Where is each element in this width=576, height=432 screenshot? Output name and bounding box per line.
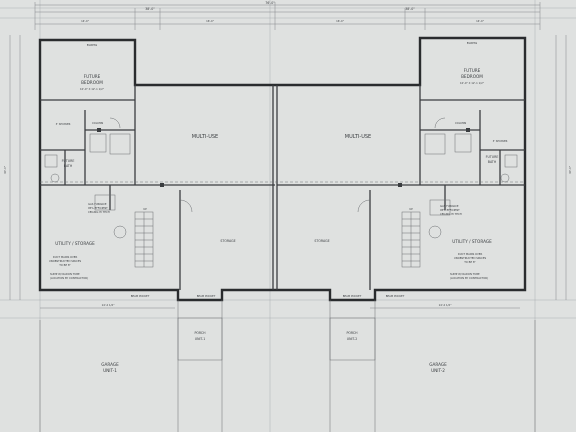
left-beam-pocket: BEAM POCKET bbox=[131, 294, 150, 298]
right-duct-2: UNOBSTRUCTED SPACES bbox=[454, 256, 487, 260]
right-storage-label: STORAGE bbox=[314, 239, 329, 243]
left-egress-label: EGRESS bbox=[87, 43, 98, 47]
left-duct-1: DUCT MAINS OVER bbox=[53, 255, 78, 259]
right-utility-label: UTILITY / STORAGE bbox=[452, 239, 492, 244]
right-porch-label-2: UNIT-2 bbox=[347, 337, 358, 341]
right-sump-1: SUMP W/ RADON TUBE bbox=[450, 272, 480, 276]
right-furnace-1: GAS FURNACE bbox=[440, 204, 459, 208]
right-bedroom-dim: 10'-0" X 12'-1 1/2" bbox=[460, 81, 484, 85]
right-unit-labels: FUTURE BEDROOM 10'-0" X 12'-1 1/2" EGRES… bbox=[314, 41, 507, 373]
left-porch-label-1: PORCH bbox=[194, 331, 206, 335]
right-shower-label: 3' SHOWER bbox=[493, 139, 508, 143]
left-up-label: UP bbox=[143, 207, 147, 211]
left-garage-label-1: GARAGE bbox=[101, 362, 119, 367]
right-beam-pocket: BEAM POCKET bbox=[343, 294, 362, 298]
left-bath-label-2: BATH bbox=[64, 164, 73, 168]
dim-overall: 76'-0" bbox=[265, 1, 275, 5]
right-duct-1: DUCT MAINS OVER bbox=[458, 252, 483, 256]
column-marker bbox=[398, 183, 402, 187]
column-marker bbox=[466, 128, 470, 132]
right-stair bbox=[401, 211, 421, 268]
left-porch-label-2: UNIT-1 bbox=[195, 337, 206, 341]
left-furnace-2: 95% EFFICIENT bbox=[88, 206, 108, 210]
door-swings bbox=[109, 117, 446, 213]
dim-left-top-b: 16'-0" bbox=[206, 19, 214, 23]
right-column-label: COLUMN bbox=[455, 121, 466, 125]
left-bedroom-label-2: BEDROOM bbox=[81, 80, 103, 85]
dim-bottom-right: 14'-2 1/2" bbox=[439, 303, 452, 307]
left-stair bbox=[134, 211, 154, 268]
dim-side-left: 40'-0" bbox=[3, 166, 7, 174]
right-up-label: UP bbox=[409, 207, 413, 211]
right-sump-2: (LOCATION BY CONTRACTOR) bbox=[450, 276, 488, 280]
dim-side-right: 40'-0" bbox=[568, 166, 572, 174]
left-unit-walls bbox=[40, 85, 275, 290]
right-furnace-3: CEILING HI TECH bbox=[440, 212, 462, 216]
right-bath-label-2: BATH bbox=[488, 160, 497, 164]
left-unit-labels: FUTURE BEDROOM 10'-0" X 12'-1 1/2" EGRES… bbox=[49, 43, 236, 373]
dim-right-top-a: 16'-0" bbox=[336, 19, 344, 23]
left-sump-2: (LOCATION BY CONTRACTOR) bbox=[50, 276, 88, 280]
left-sump-1: SUMP W/ RADON TUBE bbox=[50, 272, 80, 276]
left-furnace-1: GAS FURNACE bbox=[88, 202, 107, 206]
bottom-dimensions: 14'-2 1/2" 14'-2 1/2" bbox=[40, 303, 520, 309]
left-column-label: COLUMN bbox=[92, 121, 103, 125]
left-duct-3: TO BE 8" bbox=[59, 263, 71, 267]
dim-right-top-b: 14'-0" bbox=[476, 19, 484, 23]
left-bedroom-dim: 10'-0" X 12'-1 1/2" bbox=[80, 87, 104, 91]
dim-bottom-left: 14'-2 1/2" bbox=[102, 303, 115, 307]
right-duct-3: TO BE 8" bbox=[464, 260, 476, 264]
side-dimensions: 40'-0" 40'-0" bbox=[3, 35, 572, 300]
left-utility-label: UTILITY / STORAGE bbox=[55, 241, 95, 246]
right-multi-use-label: MULTI-USE bbox=[345, 134, 371, 140]
left-duct-2: UNOBSTRUCTED SPACES bbox=[49, 259, 82, 263]
left-shower-label: 3' SHOWER bbox=[56, 122, 71, 126]
right-garage-label-2: UNIT-2 bbox=[431, 368, 445, 373]
right-unit-walls bbox=[277, 85, 525, 290]
left-bath-label-1: FUTURE bbox=[62, 159, 75, 163]
left-bedroom-label-1: FUTURE bbox=[84, 74, 101, 79]
left-beam-pocket-2: BEAM POCKET bbox=[197, 294, 216, 298]
right-furnace-2: 95% EFFICIENT bbox=[440, 208, 460, 212]
columns bbox=[97, 128, 470, 187]
column-marker bbox=[160, 183, 164, 187]
right-garage-label-1: GARAGE bbox=[429, 362, 447, 367]
right-egress-label: EGRESS bbox=[467, 41, 478, 45]
right-bedroom-label-2: BEDROOM bbox=[461, 74, 483, 79]
right-bedroom-label-1: FUTURE bbox=[464, 68, 481, 73]
top-dimensions: 76'-0" 38'-0" 38'-0" 14'-0" 16'-0" 16'-0… bbox=[34, 1, 541, 30]
column-marker bbox=[97, 128, 101, 132]
dim-right-half: 38'-0" bbox=[405, 7, 415, 11]
right-bath-label-1: FUTURE bbox=[486, 155, 499, 159]
left-storage-label: STORAGE bbox=[220, 239, 235, 243]
dim-left-half: 38'-0" bbox=[145, 7, 155, 11]
right-porch-label-1: PORCH bbox=[346, 331, 358, 335]
dim-left-top: 14'-0" bbox=[81, 19, 89, 23]
left-furnace-3: CEILING HI TECH bbox=[88, 210, 110, 214]
garage-outlines bbox=[39, 300, 536, 432]
left-garage-label-2: UNIT-1 bbox=[103, 368, 117, 373]
right-beam-pocket-2: BEAM POCKET bbox=[386, 294, 405, 298]
left-multi-use-label: MULTI-USE bbox=[192, 134, 218, 140]
